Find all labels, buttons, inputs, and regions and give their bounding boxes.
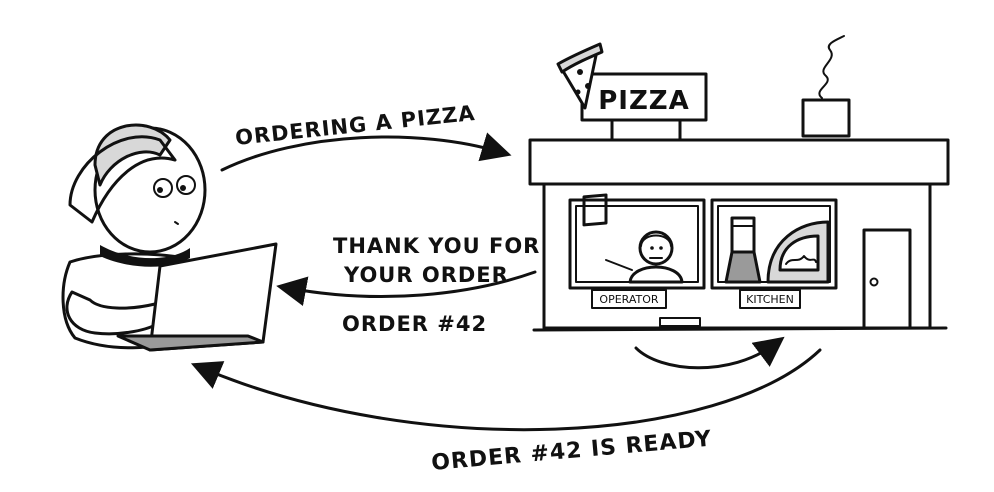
- operator-screen-icon: [582, 193, 608, 227]
- laptop-base: [116, 334, 265, 352]
- customer-mouth: [174, 221, 179, 225]
- thank-you-label-line2: YOUR ORDER: [343, 263, 509, 287]
- customer-pupil-left: [157, 187, 163, 193]
- ordering-arrow: [220, 132, 512, 172]
- customer-eye-left: [153, 178, 173, 198]
- customer-pupil-right: [180, 185, 186, 191]
- kitchen-label: KITCHEN: [746, 293, 794, 306]
- shop-sign: [580, 72, 708, 122]
- shop-sign-text: PIZZA: [598, 86, 690, 116]
- door-knob: [869, 277, 879, 287]
- pizza-shop: PIZZA: [528, 35, 950, 332]
- beanie-hat: [93, 123, 172, 187]
- chimney: [801, 98, 851, 138]
- operator-label: OPERATOR: [599, 293, 658, 306]
- thank-you-arrow: [276, 270, 537, 307]
- customer-figure: [61, 123, 207, 350]
- kitchen-loop-arrow: [634, 336, 785, 370]
- customer-arm: [65, 290, 162, 336]
- customer-eye-right: [176, 175, 196, 195]
- ready-arrow: [190, 348, 822, 432]
- pizza-oven-icon: [766, 220, 830, 284]
- ready-label: ORDER #42 IS READY: [430, 427, 713, 476]
- shop-door: [862, 228, 912, 330]
- shop-awning: [528, 138, 950, 186]
- chimney-smoke: [818, 35, 845, 99]
- chef-figure: [724, 216, 762, 284]
- ordering-label: ORDERING A PIZZA: [234, 101, 477, 150]
- thank-you-label-line1: THANK YOU FOR: [333, 234, 540, 258]
- order-number-label: ORDER #42: [342, 312, 487, 336]
- beanie-cuff: [68, 135, 177, 224]
- pizza-slice-icon: [556, 42, 604, 110]
- laptop: [116, 242, 278, 352]
- operator-figure: [628, 230, 684, 284]
- customer-collar: [100, 245, 190, 267]
